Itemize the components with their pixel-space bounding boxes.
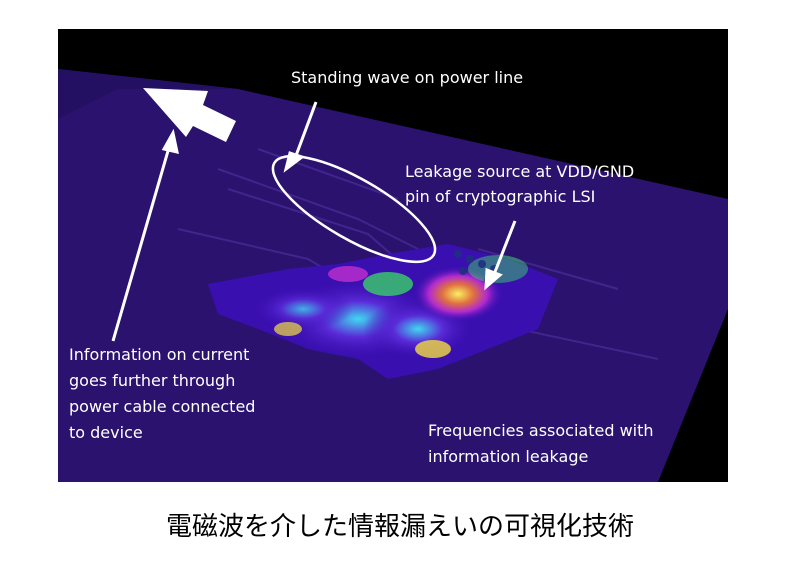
power-line-ellipse xyxy=(271,154,437,264)
leakage-source-arrow xyxy=(491,220,517,278)
standing-wave-label: Standing wave on power line xyxy=(291,68,524,87)
standing-wave-arrow xyxy=(292,101,318,162)
heatmap-region xyxy=(208,244,558,379)
pcb-board-shadow xyxy=(58,69,238,119)
information-current-label: Information on current goes further thro… xyxy=(69,345,256,442)
information-current-arrow xyxy=(111,143,172,342)
pcb-heatmap-illustration xyxy=(58,69,728,482)
em-visualization-figure: Standing wave on power line Leakage sour… xyxy=(58,29,728,482)
caption-title: 電磁波を介した情報漏えいの可視化技術 xyxy=(165,512,634,542)
leakage-source-label: Leakage source at VDD/GND pin of cryptog… xyxy=(405,162,635,206)
frequencies-label: Frequencies associated with information … xyxy=(428,421,654,466)
outgoing-arrow xyxy=(143,88,236,142)
annotation-arrows xyxy=(111,101,517,342)
